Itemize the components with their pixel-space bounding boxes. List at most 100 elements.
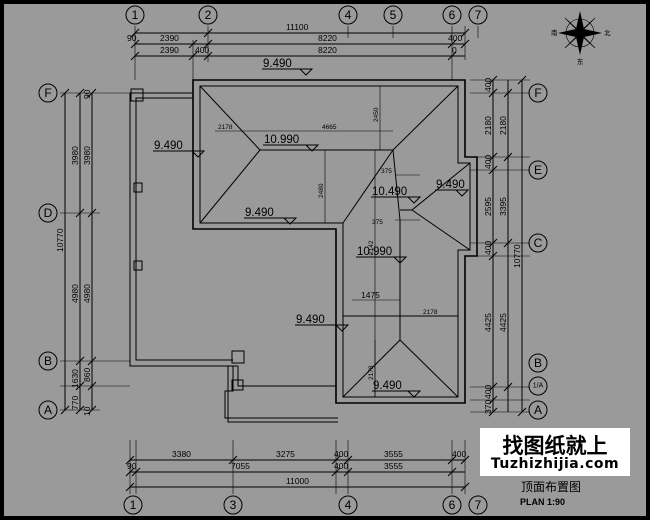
dim-top-2390b: 2390 — [160, 45, 179, 55]
right-axis-bubbles: F E C B 1/A A — [528, 83, 548, 420]
watermark-chinese-text: 找图纸就上 — [502, 434, 608, 458]
axis-right-1A: 1/A — [533, 383, 544, 390]
cad-drawing-canvas: 11100 90 2390 8220 400 2390 400 8220 0 1… — [4, 4, 646, 516]
dim-right-2180b: 2180 — [498, 116, 508, 135]
axis-top-4: 4 — [345, 8, 352, 22]
dim-inner-375b: 375 — [372, 219, 383, 226]
elev-middle: 9.490 — [245, 207, 274, 219]
dim-bottom-400a: 400 — [334, 449, 348, 459]
dim-inner-2178c: 2178 — [368, 365, 375, 380]
dim-inner-375a: 375 — [381, 168, 392, 175]
dim-right-2180a: 2180 — [483, 116, 493, 135]
watermark-url-text: Tuzhizhijia.com — [490, 456, 620, 472]
elev-bottom: 9.490 — [373, 380, 402, 392]
roof-outline — [192, 79, 478, 404]
dim-left-90: 90 — [82, 89, 92, 99]
axis-top-7: 7 — [475, 8, 482, 22]
elev-right: 9.490 — [436, 179, 465, 191]
axis-left-A: A — [44, 403, 52, 417]
dim-bottom-3380: 3380 — [172, 449, 191, 459]
top-dimension-chain: 11100 90 2390 8220 400 2390 400 8220 0 — [127, 22, 479, 80]
dim-overall-bottom: 11000 — [286, 476, 309, 486]
axis-bottom-3: 3 — [230, 498, 237, 512]
plan-title: 顶面布置图 — [521, 480, 582, 494]
watermark-logo: 找图纸就上 Tuzhizhijia.com — [480, 428, 630, 476]
dim-inner-2450: 2450 — [373, 107, 380, 122]
left-dimension-chain: 10770 3980 4980 1630 770 90 3980 4980 86… — [55, 88, 130, 416]
dim-left-860: 860 — [82, 368, 92, 382]
dim-right-2595: 2595 — [483, 197, 493, 216]
elev-lower-left: 9.490 — [296, 314, 325, 326]
left-axis-bubbles: F D B A — [38, 83, 58, 420]
dim-top-0: 0 — [452, 45, 457, 55]
bottom-dimension-chain: 3380 3275 400 3555 400 90 7055 400 3555 … — [125, 440, 470, 494]
dim-top-8220b: 8220 — [318, 45, 337, 55]
dim-left-4980b: 4980 — [82, 284, 92, 303]
dim-top-90: 90 — [127, 33, 137, 43]
axis-bottom-7: 7 — [475, 498, 482, 512]
axis-top-1: 1 — [132, 8, 139, 22]
axis-bottom-1: 1 — [130, 498, 137, 512]
dim-bottom-3555b: 3555 — [384, 461, 403, 471]
axis-bottom-4: 4 — [345, 498, 352, 512]
dim-right-400d: 400 — [483, 385, 493, 399]
compass-east-label: 东 — [577, 57, 584, 66]
dim-inner-2142: 2142 — [368, 240, 375, 255]
dim-top-8220a: 8220 — [318, 33, 337, 43]
axis-left-F: F — [44, 86, 51, 100]
dim-right-10770: 10770 — [512, 244, 522, 268]
dim-top-2390a: 2390 — [160, 33, 179, 43]
right-dimension-chain: 400 2180 400 2595 400 4425 400 370 2180 … — [470, 75, 530, 417]
axis-right-B: B — [534, 356, 542, 370]
elev-left: 9.490 — [154, 140, 183, 152]
elev-right-ridge: 10.490 — [372, 186, 407, 198]
dim-bottom-90: 90 — [127, 461, 137, 471]
axis-right-F: F — [534, 86, 541, 100]
dim-left-10770: 10770 — [55, 228, 65, 252]
dim-right-4425b: 4425 — [498, 313, 508, 332]
terrace-railing — [129, 88, 338, 423]
plan-scale: PLAN 1:90 — [520, 497, 566, 507]
dim-right-400a: 400 — [483, 78, 493, 92]
elev-lower-ridge: 10.990 — [357, 246, 392, 258]
inner-dimensions: 2178 4665 2450 2480 375 375 2142 1475 21… — [218, 107, 438, 380]
dim-top-400a: 400 — [448, 33, 462, 43]
dim-inner-2178b: 2178 — [423, 309, 438, 316]
dim-bottom-3275: 3275 — [276, 449, 295, 459]
axis-bottom-6: 6 — [449, 498, 456, 512]
north-compass: 南 北 东 — [551, 11, 611, 66]
dim-inner-4665: 4665 — [322, 124, 337, 131]
top-axis-bubbles: 1 2 4 5 6 7 — [125, 5, 488, 25]
axis-right-E: E — [534, 163, 542, 177]
dim-right-400b: 400 — [483, 155, 493, 169]
elevation-markers: 9.490 10.990 9.490 9.490 10.490 9.490 10… — [153, 58, 470, 398]
dim-left-3980b: 3980 — [82, 146, 92, 165]
elev-top: 9.490 — [263, 58, 292, 70]
axis-right-A: A — [534, 403, 542, 417]
axis-left-D: D — [44, 206, 53, 220]
roof-plan-svg: 11100 90 2390 8220 400 2390 400 8220 0 1… — [38, 5, 611, 515]
dim-left-10: 10 — [82, 406, 92, 416]
axis-top-5: 5 — [390, 8, 397, 22]
dim-left-4980a: 4980 — [70, 284, 80, 303]
dim-left-1630: 1630 — [70, 369, 80, 388]
axis-right-C: C — [534, 236, 543, 250]
dim-inner-2480: 2480 — [318, 183, 325, 198]
axis-left-B: B — [44, 354, 52, 368]
axis-top-2: 2 — [205, 8, 212, 22]
dim-right-3395: 3395 — [498, 197, 508, 216]
dim-bottom-400c: 400 — [334, 461, 348, 471]
dim-inner-1475: 1475 — [361, 290, 380, 300]
elev-upper-ridge: 10.990 — [264, 134, 299, 146]
dim-left-3980a: 3980 — [70, 146, 80, 165]
dim-right-400c: 400 — [483, 241, 493, 255]
dim-bottom-3555a: 3555 — [384, 449, 403, 459]
bottom-axis-bubbles: 1 3 4 6 7 — [123, 495, 488, 515]
dim-overall-top: 11100 — [286, 22, 309, 32]
dim-left-770: 770 — [70, 396, 80, 410]
axis-top-6: 6 — [449, 8, 456, 22]
dim-right-370: 370 — [483, 400, 493, 414]
compass-south-label: 南 — [551, 28, 558, 37]
dim-inner-2178a: 2178 — [218, 124, 233, 131]
